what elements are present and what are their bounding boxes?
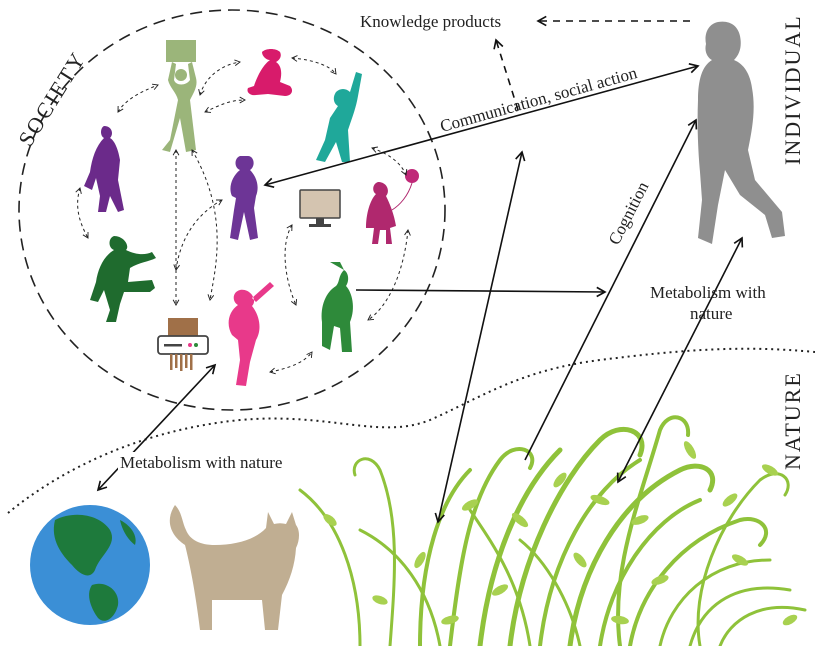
- main-arrows: [98, 21, 742, 522]
- plants-icon: [300, 417, 805, 646]
- metabolism-individual-label-2: nature: [690, 304, 732, 323]
- person-kicking-icon: [90, 236, 156, 322]
- cat-icon: [170, 505, 299, 630]
- person-waving-icon: [316, 72, 362, 162]
- nature-boundary: [8, 349, 815, 513]
- person-with-pickaxe-icon: [229, 282, 274, 386]
- metabolism-society-label: Metabolism with nature: [120, 453, 282, 472]
- earth-globe-icon: [30, 505, 150, 625]
- computer-monitor-icon: [300, 190, 340, 227]
- person-standing-icon: [230, 156, 258, 240]
- communication-label: Communication, social action: [438, 63, 640, 136]
- paper-shredder-icon: [158, 318, 208, 371]
- person-sitting-icon: [247, 49, 292, 96]
- nature-label: NATURE: [780, 371, 805, 470]
- person-holding-sign-icon: [162, 40, 197, 152]
- knowledge-products-label: Knowledge products: [360, 12, 501, 31]
- society-label: SOCIETY: [13, 47, 91, 151]
- cognition-label: Cognition: [605, 178, 653, 248]
- girl-with-balloon-icon: [366, 169, 419, 244]
- farmer-icon: [322, 262, 353, 352]
- person-walking-icon: [84, 126, 124, 212]
- individual-walking-icon: [698, 22, 785, 244]
- individual-label: INDIVIDUAL: [780, 14, 805, 165]
- metabolism-individual-label-1: Metabolism with: [650, 283, 766, 302]
